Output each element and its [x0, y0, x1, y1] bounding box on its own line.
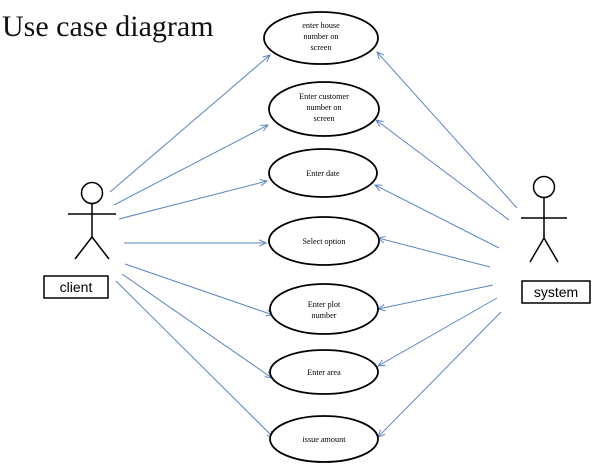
association-arrow-system-uc-amount	[378, 311, 502, 437]
association-arrow-client-uc-customer	[113, 125, 268, 206]
use-case-enter-house-number[interactable]: enter house number on screen	[263, 11, 379, 65]
actor-label-box	[521, 280, 591, 304]
actor-label-box	[43, 275, 109, 299]
use-case-enter-customer-number[interactable]: Enter customer number on screen	[268, 81, 380, 137]
association-arrow-system-uc-option	[378, 238, 491, 268]
association-arrow-client-uc-area	[121, 273, 272, 378]
association-arrow-system-uc-date	[375, 185, 500, 249]
stick-figure-icon	[521, 175, 567, 263]
use-case-label-line: Enter plot	[308, 300, 341, 309]
use-case-enter-date[interactable]: Enter date	[268, 148, 378, 198]
use-case-label-line: Enter date	[306, 169, 340, 178]
use-case-label-line: number	[311, 311, 336, 320]
use-case-label-line: Select option	[303, 237, 346, 246]
use-case-label-line: Enter customer	[299, 92, 349, 101]
use-case-label-line: issue amount	[303, 435, 347, 444]
use-case-label-line: screen	[311, 43, 332, 52]
actor-label: system	[534, 284, 578, 300]
connectors	[109, 52, 518, 438]
use-case-label-line: screen	[314, 114, 335, 123]
diagram-title: Use case diagram	[2, 10, 214, 43]
association-arrow-client-uc-plot	[124, 263, 273, 315]
use-case-enter-plot-number[interactable]: Enter plot number	[269, 283, 379, 335]
use-case-issue-amount[interactable]: issue amount	[269, 415, 379, 463]
use-case-enter-area[interactable]: Enter area	[269, 349, 379, 395]
association-arrow-client-uc-amount	[115, 280, 274, 438]
use-case-label-line: number on	[303, 32, 338, 41]
stick-figure-icon	[68, 181, 116, 260]
use-case-label-line: enter house	[302, 21, 340, 30]
use-case-label-line: number on	[306, 103, 341, 112]
actor-system[interactable]: system	[521, 175, 591, 304]
association-arrow-system-uc-customer	[376, 120, 510, 221]
actor-client[interactable]: client	[43, 181, 116, 299]
association-arrow-client-uc-date	[118, 181, 267, 220]
association-arrow-system-uc-house	[377, 52, 518, 209]
use-case-label-line: Enter area	[307, 368, 341, 377]
actor-label: client	[60, 279, 93, 295]
association-arrow-client-uc-house	[109, 55, 270, 193]
association-arrow-system-uc-plot	[378, 284, 494, 309]
association-arrow-system-uc-area	[378, 297, 498, 366]
use-case-select-option[interactable]: Select option	[268, 216, 380, 266]
